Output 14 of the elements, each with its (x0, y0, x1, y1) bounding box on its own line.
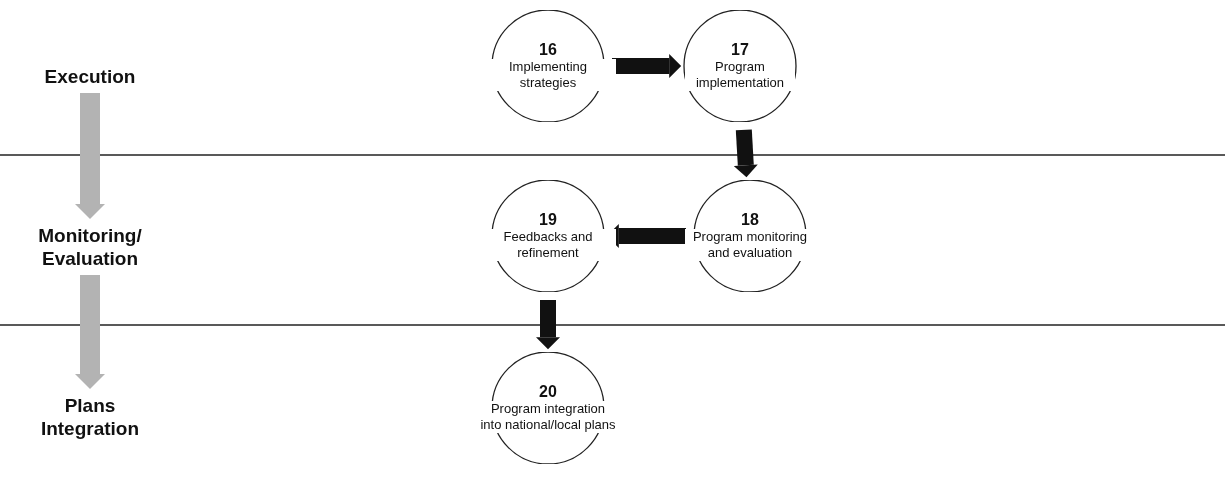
lane-label: Plans Integration (39, 394, 141, 440)
lane-label: Execution (44, 64, 136, 88)
lane-label: Monitoring/ Evaluation (37, 224, 143, 270)
step-number: 17 (731, 41, 749, 58)
step-label: Program implementation (685, 58, 795, 91)
step-number: 18 (741, 211, 759, 228)
arrow (75, 93, 105, 219)
step-number: 16 (539, 41, 557, 58)
step-label: Program integration into national/local plans (479, 400, 617, 433)
arrow (75, 275, 105, 389)
step-number: 20 (539, 383, 557, 400)
step-number: 19 (539, 211, 557, 228)
arrow (536, 300, 560, 350)
arrow (733, 129, 758, 178)
